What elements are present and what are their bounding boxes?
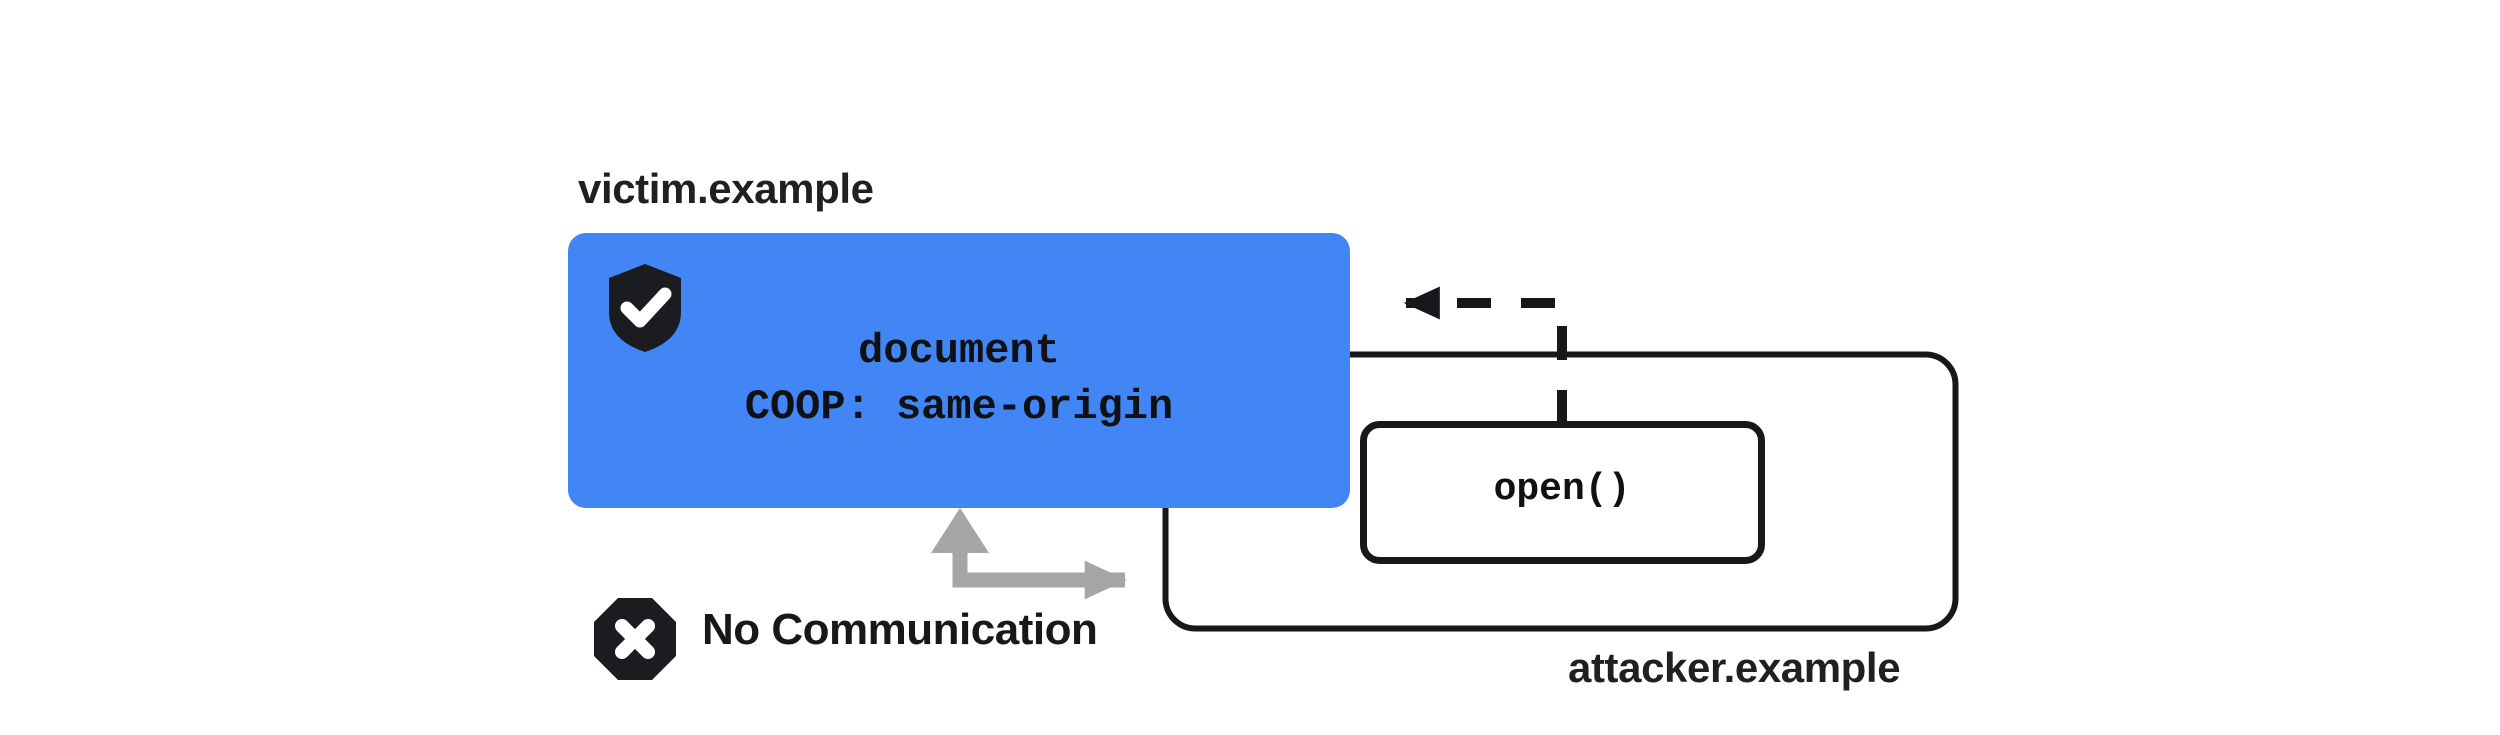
open-call-label: open() [1493, 468, 1631, 511]
dashed-open-arrow [1403, 286, 1567, 424]
victim-document-box [568, 233, 1350, 508]
gray-blocked-arrow [952, 534, 1127, 600]
victim-domain-label: victim.example [578, 165, 874, 212]
coop-header-label: COOP: same-origin [744, 383, 1174, 431]
gray-arrow-up-head [931, 508, 989, 553]
open-call-box [1360, 421, 1765, 564]
document-label: document [858, 327, 1060, 375]
no-communication-label: No Communication [702, 605, 1098, 654]
attacker-domain-label: attacker.example [1568, 644, 1901, 691]
octagon-x-icon [594, 598, 676, 680]
shield-check-icon [609, 264, 681, 352]
